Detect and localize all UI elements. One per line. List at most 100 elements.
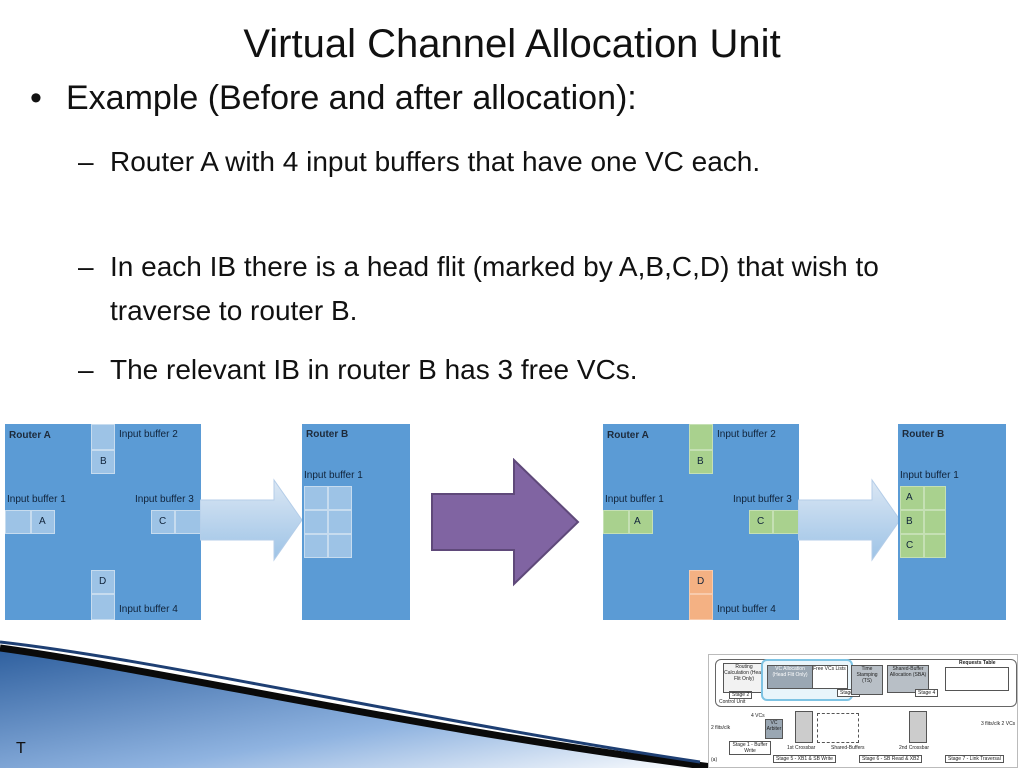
routing-box: Routing Calculation (Head Flit Only) <box>723 663 765 693</box>
dash-icon: – <box>78 251 94 282</box>
flit-cell-d <box>91 570 115 594</box>
sub-bullet-text: Router A with 4 input buffers that have … <box>110 146 761 177</box>
vc-slot <box>689 594 713 620</box>
flit-cell-a <box>31 510 55 534</box>
routing-label: Routing Calculation (Head Flit Only) <box>724 664 764 682</box>
before-router-b: Router B Input buffer 1 <box>302 424 410 620</box>
vc-allocation-box: VC Allocation (Head Flit Only) <box>767 665 813 689</box>
slide-title: Virtual Channel Allocation Unit <box>243 22 781 66</box>
vcs-label: 4 VCs <box>751 713 765 719</box>
vc-slot <box>91 594 115 620</box>
rb-input-buffer-1-label: Input buffer 1 <box>900 470 959 481</box>
stage6-label: Stage 6 - SB Read & XB2 <box>859 755 923 763</box>
vc-slot <box>924 534 946 558</box>
control-unit-box <box>715 659 1017 707</box>
flit-label: D <box>99 576 107 587</box>
stage1-box: Stage 1 - Buffer Write <box>729 741 771 755</box>
vc-slot <box>304 534 328 558</box>
flit-cell-d <box>689 570 713 594</box>
flits-in-label: 2 flits/clk <box>711 725 731 731</box>
vc-slot <box>924 510 946 534</box>
shared-buffers-block <box>817 713 859 743</box>
inset-architecture-figure: Routing Calculation (Head Flit Only) Sta… <box>708 654 1018 768</box>
dash-icon: – <box>78 146 94 177</box>
vc-arbiter-box: VC Arbiter <box>765 719 783 739</box>
stage7-label: Stage 7 - Link Traversal <box>945 755 1004 763</box>
vc-slot <box>603 510 629 534</box>
sba-label: Shared-Buffer Allocation (SBA) <box>889 666 927 678</box>
input-buffer-4-label: Input buffer 4 <box>717 604 776 615</box>
requests-table-label: Requests Table <box>959 660 996 666</box>
stage1-label: Stage 1 - Buffer Write <box>732 742 768 754</box>
input-buffer-3-label: Input buffer 3 <box>733 494 792 505</box>
input-buffer-2-label: Input buffer 2 <box>119 429 178 440</box>
vc-slot <box>328 486 352 510</box>
vc-slot-a <box>900 486 924 510</box>
router-label: Router A <box>9 430 51 441</box>
flit-cell-b <box>91 450 115 474</box>
footer-text: T <box>16 740 26 757</box>
free-vcs-box: Free VCs Lists <box>812 665 848 689</box>
vc-arbiter-label: VC Arbiter <box>766 720 782 732</box>
stage4-label: Stage 4 <box>915 689 939 697</box>
vc-slot <box>924 486 946 510</box>
flit-label: B <box>100 456 107 467</box>
control-unit-label: Control Unit <box>719 699 746 705</box>
vc-slot <box>304 510 328 534</box>
before-router-a: Router A Input buffer 2 Input buffer 1 I… <box>5 424 201 620</box>
link-arrow-icon <box>200 478 303 562</box>
flit-label: D <box>697 576 705 587</box>
sub-bullet-text: In each IB there is a head flit (marked … <box>110 251 879 326</box>
time-stamping-label: Time Stamping (TS) <box>856 666 878 684</box>
transition-arrow-icon <box>431 458 580 587</box>
flits-out-label: 3 flits/clk 2 VCs <box>981 721 1016 727</box>
flit-label: A <box>634 516 641 527</box>
link-arrow-icon <box>798 478 901 562</box>
after-router-b: Router B Input buffer 1 A B C <box>898 424 1006 620</box>
shared-buffers-label: Shared-Buffers <box>831 745 865 751</box>
after-router-a: Router A Input buffer 2 Input buffer 1 I… <box>603 424 799 620</box>
vc-slot-c <box>900 534 924 558</box>
flit-cell-c <box>151 510 175 534</box>
input-buffer-3-label: Input buffer 3 <box>135 494 194 505</box>
stage2-label: Stage 2 <box>729 691 753 699</box>
vc-slot <box>328 510 352 534</box>
vc-slot <box>175 510 201 534</box>
crossbar1-label: 1st Crossbar <box>787 745 816 751</box>
vc-slot-b <box>900 510 924 534</box>
vc-slot <box>5 510 31 534</box>
vc-slot <box>328 534 352 558</box>
input-buffer-4-label: Input buffer 4 <box>119 604 178 615</box>
input-buffer-2-label: Input buffer 2 <box>717 429 776 440</box>
vc-label: C <box>906 540 914 551</box>
requests-table <box>945 667 1009 691</box>
flit-cell-c <box>749 510 773 534</box>
input-buffer-1-label: Input buffer 1 <box>7 494 66 505</box>
decorative-swoosh <box>0 640 720 768</box>
router-label: Router B <box>306 429 349 440</box>
flit-label: C <box>159 516 167 527</box>
vc-slot <box>304 486 328 510</box>
dash-icon: – <box>78 354 94 385</box>
sba-box: Shared-Buffer Allocation (SBA) <box>887 665 929 693</box>
vc-slot <box>689 424 713 450</box>
main-bullet-text: Example (Before and after allocation): <box>66 79 637 117</box>
bullet-dot-icon: • <box>30 79 42 117</box>
vc-label: A <box>906 492 913 503</box>
flit-cell-b <box>689 450 713 474</box>
input-buffer-1-label: Input buffer 1 <box>605 494 664 505</box>
stage5-label: Stage 5 - XB1 & SB Write <box>773 755 836 763</box>
flit-cell-a <box>629 510 653 534</box>
rb-input-buffer-1-label: Input buffer 1 <box>304 470 363 481</box>
vc-label: B <box>906 516 913 527</box>
vc-slot <box>91 424 115 450</box>
figure-a-label: (a) <box>711 757 718 763</box>
free-vcs-label: Free VCs Lists <box>813 666 846 672</box>
time-stamping-box: Time Stamping (TS) <box>851 665 883 695</box>
crossbar2-label: 2nd Crossbar <box>899 745 930 751</box>
crossbar-2-icon <box>909 711 927 743</box>
sub-bullet-text: The relevant IB in router B has 3 free V… <box>110 354 638 385</box>
flit-label: C <box>757 516 765 527</box>
vc-allocation-label: VC Allocation (Head Flit Only) <box>772 666 808 678</box>
flit-label: A <box>39 516 46 527</box>
